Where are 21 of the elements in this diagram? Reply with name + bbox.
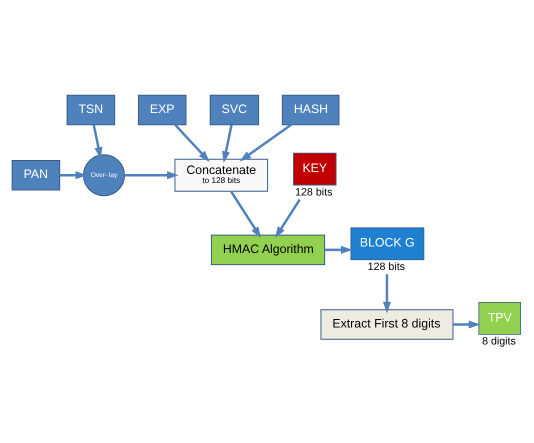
- node-label: 128 bits: [295, 186, 332, 198]
- arrow: [240, 123, 292, 161]
- arrow: [124, 170, 179, 179]
- node-box: Extract First 8 digits: [320, 308, 454, 340]
- node-box: HASH: [282, 94, 340, 125]
- arrow: [453, 320, 480, 328]
- arrow: [174, 124, 210, 162]
- arrow: [382, 274, 391, 313]
- arrow: [222, 124, 233, 162]
- node-box: HMAC Algorithm: [210, 234, 326, 265]
- node-label: 8 digits: [482, 335, 516, 348]
- node-box: PAN: [12, 160, 60, 190]
- node-box: TSN: [66, 94, 116, 125]
- node-box: EXP: [138, 94, 186, 125]
- node-box: Concatenate to 128 bits: [174, 158, 268, 192]
- arrow: [92, 124, 102, 158]
- arrow: [275, 198, 301, 238]
- arrow: [230, 190, 262, 238]
- arrow: [324, 245, 352, 254]
- node-box: SVC: [210, 94, 260, 125]
- node-label: 128 bits: [368, 260, 406, 272]
